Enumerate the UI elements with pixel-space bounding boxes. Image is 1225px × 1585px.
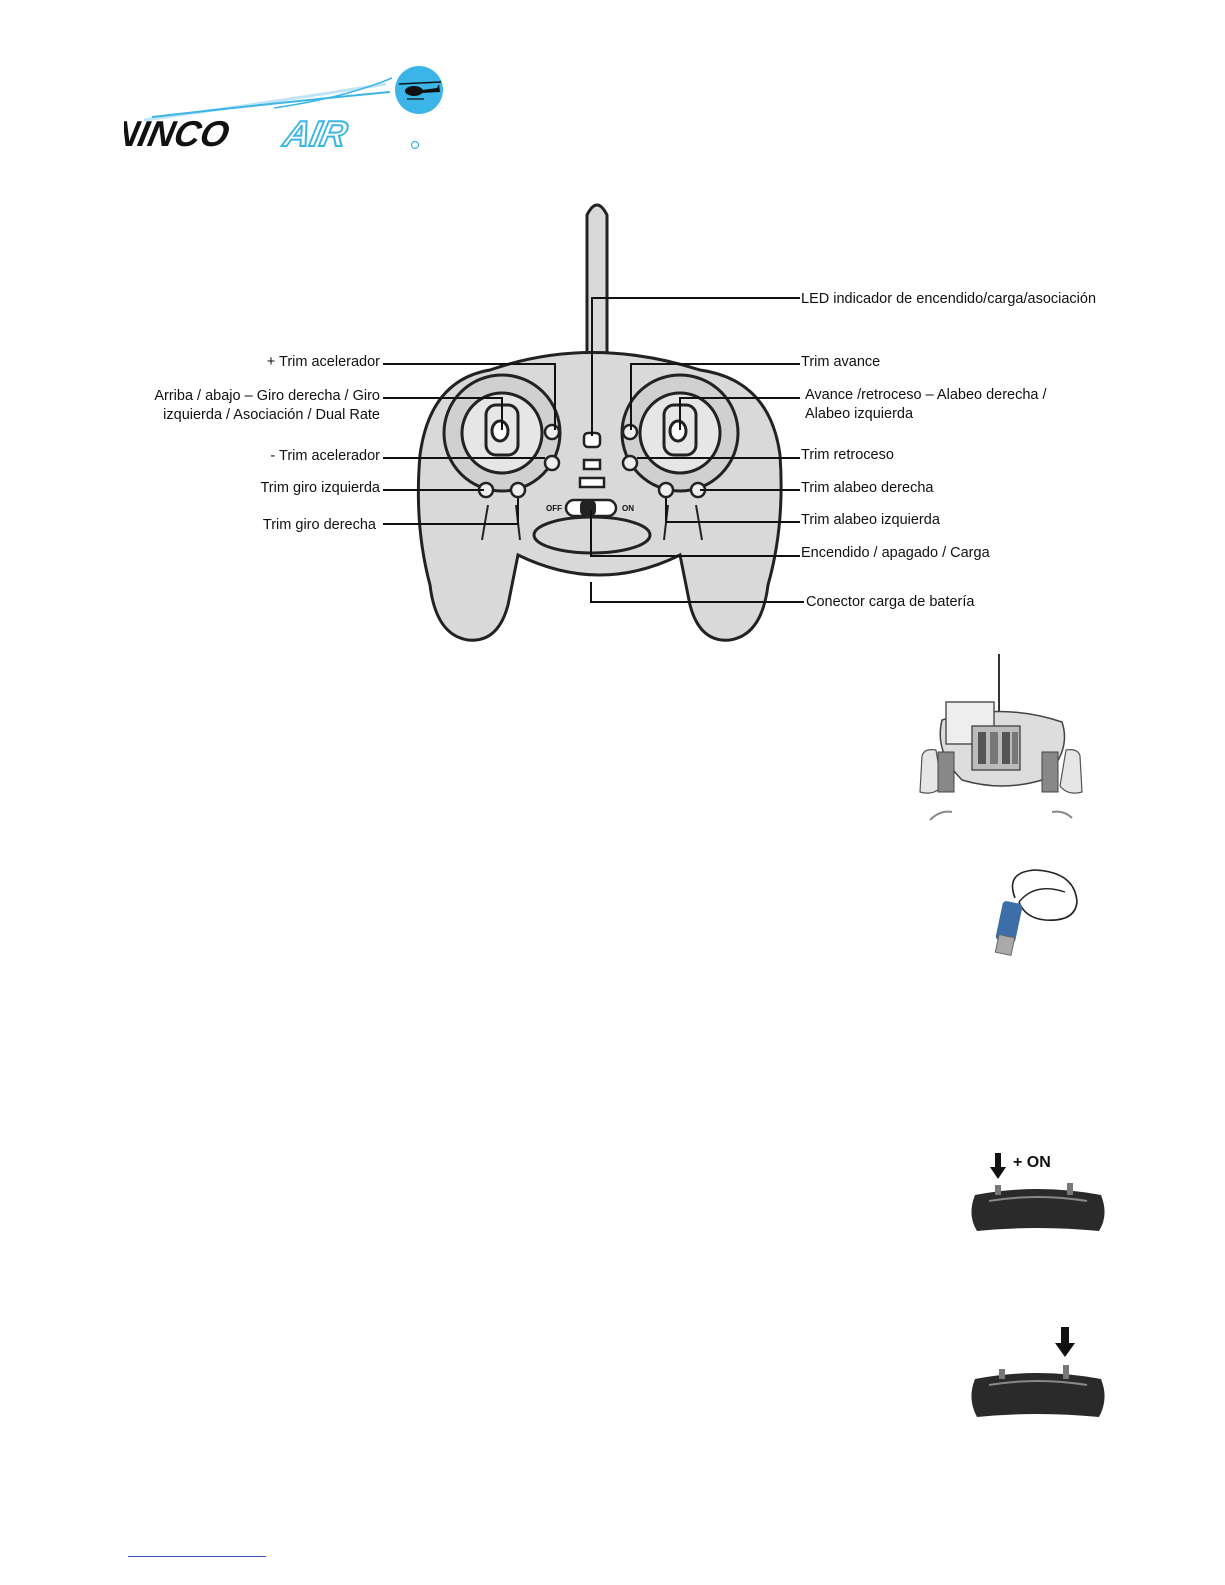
label-conector: Conector carga de batería	[806, 594, 975, 610]
label-trim-alabeo-derecha: Trim alabeo derecha	[801, 480, 934, 496]
label-line: izquierda / Asociación / Dual Rate	[163, 407, 380, 423]
label-trim-alabeo-izquierda: Trim alabeo izquierda	[801, 512, 940, 528]
trim-button	[621, 454, 639, 472]
switch-label-off: OFF	[546, 504, 562, 513]
footer-link-underline	[128, 1556, 266, 1557]
bind-caption: + ON	[1013, 1154, 1051, 1171]
bind-step-photo: + ON	[965, 1145, 1110, 1240]
press-step-photo	[965, 1325, 1110, 1425]
label-trim-avance: Trim avance	[801, 354, 881, 370]
label-trim-giro-derecha: Trim giro derecha	[262, 517, 376, 533]
label-arriba-abajo: Arriba / abajo – Giro derecha / Giro izq…	[130, 387, 380, 425]
switch-label-on: ON	[622, 504, 634, 513]
helicopter-silhouette	[398, 81, 442, 100]
usb-charge-cable-photo	[985, 862, 1085, 962]
logo-text-air: AIR	[279, 113, 351, 154]
arrow-down-icon	[990, 1153, 1006, 1179]
label-trim-acelerador-plus: + Trim acelerador	[266, 354, 380, 370]
trim-button	[509, 481, 527, 499]
right-stick	[668, 419, 688, 443]
label-line: Avance /retroceso – Alabeo derecha /	[805, 387, 1047, 403]
label-line: Alabeo izquierda	[805, 406, 914, 422]
controller-diagram: OFF ON	[400, 195, 800, 645]
logo-graphic: NINCO AIR	[108, 66, 443, 155]
brand-logo: NINCO AIR	[108, 62, 454, 162]
label-led: LED indicador de encendido/carga/asociac…	[801, 291, 1097, 307]
label-avance-retroceso: Avance /retroceso – Alabeo derecha / Ala…	[805, 386, 1105, 424]
arrow-down-icon	[1055, 1327, 1075, 1357]
label-trim-retroceso: Trim retroceso	[801, 447, 894, 463]
logo-text-ninco: NINCO	[124, 113, 233, 154]
battery-compartment-photo	[912, 652, 1092, 827]
label-encendido: Encendido / apagado / Carga	[801, 545, 990, 561]
controller-drawing: OFF ON	[416, 203, 783, 642]
label-line: Arriba / abajo – Giro derecha / Giro	[154, 388, 380, 404]
label-trim-giro-izquierda: Trim giro izquierda	[260, 480, 380, 496]
label-trim-acelerador-minus: - Trim acelerador	[270, 448, 380, 464]
registered-mark-icon	[410, 140, 420, 150]
trim-button	[657, 481, 675, 499]
left-stick	[490, 419, 510, 443]
trim-button	[543, 454, 561, 472]
